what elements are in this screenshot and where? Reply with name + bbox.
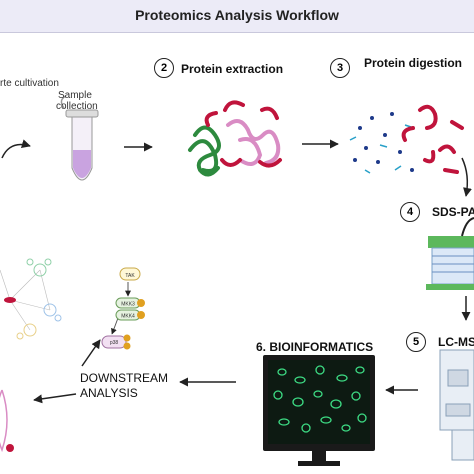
downstream-label-2: ANALYSIS	[80, 386, 138, 400]
pathway-icon: TAK MKK3 MKK4 p38	[101, 267, 145, 350]
pathway-mkk3-label: MKK3	[121, 302, 135, 308]
mass-spec-icon	[439, 349, 474, 461]
pathway-mkk4-label: MKK4	[121, 314, 135, 320]
peptides-icon	[349, 104, 464, 174]
network-icon	[0, 258, 62, 453]
step-4-badge: 4	[400, 202, 420, 222]
tube-icon	[60, 95, 99, 181]
pathway-p38-label: p38	[110, 340, 119, 346]
cultivation-label: rte cultivation	[0, 78, 59, 89]
protein-tangle-icon	[188, 100, 282, 177]
step-2-badge: 2	[154, 58, 174, 78]
arrow-icon	[81, 339, 101, 367]
step-3-badge: 3	[330, 58, 350, 78]
step-5-badge: 5	[406, 332, 426, 352]
pathway-tak-label: TAK	[125, 273, 135, 279]
step-5-label: LC-MS	[438, 335, 474, 349]
arrow-icon	[33, 393, 77, 404]
gel-box-icon	[426, 217, 474, 290]
page-title: Proteomics Analysis Workflow	[135, 7, 339, 23]
step-3-label: Protein digestion	[364, 56, 463, 70]
step-2-label: Protein extraction	[181, 62, 284, 76]
monitor-icon	[263, 355, 375, 466]
title-bar: Proteomics Analysis Workflow	[0, 0, 474, 33]
step-4-label: SDS-PA	[432, 205, 474, 219]
arrow-icon	[461, 157, 472, 197]
downstream-label-1: DOWNSTREAM	[80, 371, 168, 385]
sample-collection-label-2: collection	[56, 101, 98, 112]
arrow-icon	[1, 139, 31, 159]
step-6-label: 6. BIOINFORMATICS	[256, 340, 374, 354]
sample-collection-label-1: Sample	[58, 90, 92, 101]
